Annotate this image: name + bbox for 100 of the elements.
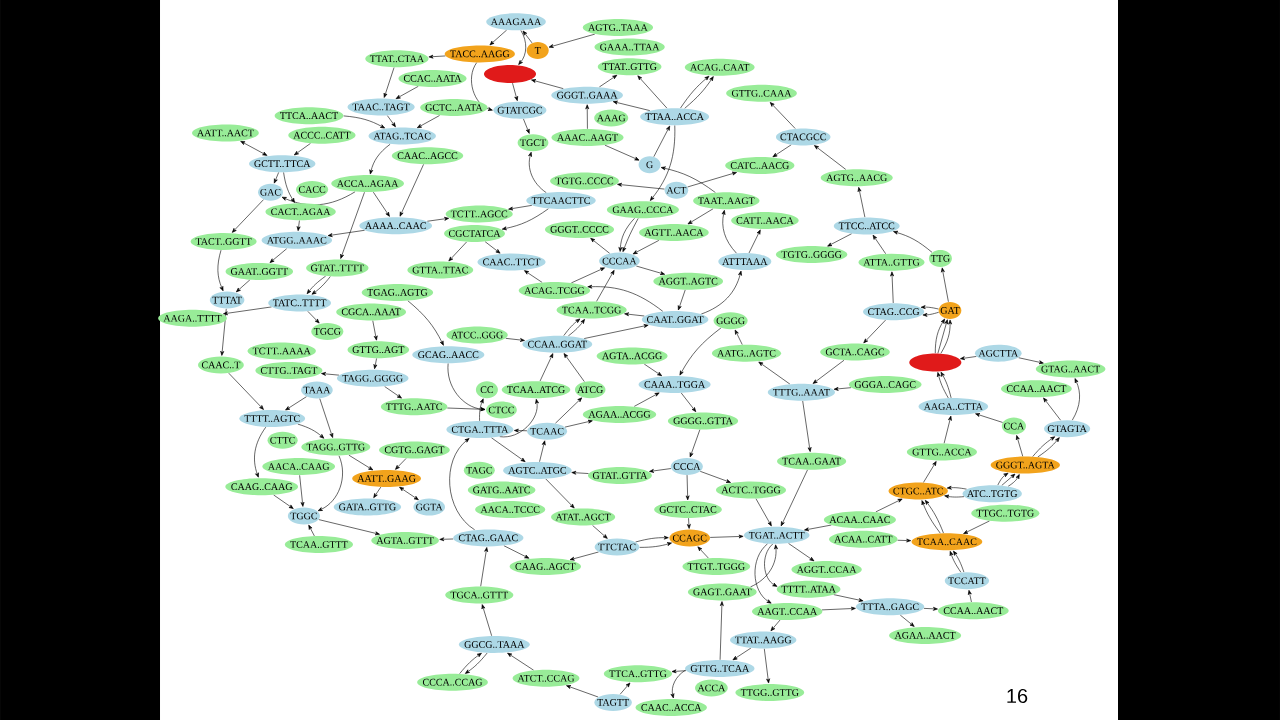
graph-node: GAGT..GAAT — [687, 583, 757, 601]
arrow — [327, 229, 365, 237]
arrow — [687, 517, 691, 529]
arrow — [750, 544, 778, 588]
graph-node: CAAA..TGGA — [638, 376, 711, 393]
graph-node: CGTG..GAGT — [379, 441, 450, 459]
arrow — [679, 327, 722, 376]
graph-node: AGAA..ACGG — [582, 405, 657, 423]
arrow — [571, 470, 589, 475]
arrow — [953, 550, 965, 573]
arrow — [223, 306, 272, 316]
graph-node: TCAAC — [527, 422, 568, 440]
arrow — [395, 458, 407, 470]
arrow — [220, 308, 227, 356]
arrow — [596, 270, 615, 302]
arrow — [372, 320, 378, 341]
graph-node: ATGG..AAAC — [261, 231, 333, 249]
arrow — [758, 361, 791, 385]
arrow — [399, 164, 424, 217]
graph-node: TCCATT — [944, 572, 990, 590]
graph-node: AAAA..CAAC — [359, 217, 433, 235]
arrow — [321, 372, 340, 376]
graph-node: ATCC..GGG — [446, 326, 508, 344]
graph-node: TTGT..TGGG — [682, 558, 751, 576]
arrow — [539, 440, 546, 462]
arrow — [967, 590, 972, 603]
arrow — [802, 400, 812, 452]
graph-node: TGAT..ACTT — [743, 526, 810, 544]
arrow — [426, 217, 450, 222]
graph-node: TGTG..GGGG — [775, 246, 848, 263]
arrow — [604, 144, 640, 161]
graph-node: CAAT..GGAT — [641, 311, 709, 328]
graph-node: GCAG..AACC — [412, 346, 485, 364]
graph-node: TTTT..AGTC — [239, 410, 306, 428]
graph-node: TGGC — [287, 507, 320, 525]
graph-node: AGCTTA — [974, 344, 1022, 362]
arrow — [481, 604, 492, 637]
graph-node: G — [638, 156, 661, 174]
arrow — [383, 67, 395, 98]
graph-node: GAC — [258, 183, 283, 201]
arrow — [306, 275, 326, 295]
arrow — [963, 520, 990, 534]
arrow — [592, 525, 608, 539]
graph-node: TTAT..AAGG — [730, 631, 797, 649]
graph-node: AATG..AGTC — [711, 344, 782, 362]
arrow — [687, 171, 737, 188]
graph-node: ATC..TGTG — [962, 485, 1022, 503]
arrow — [512, 82, 519, 101]
arrow — [299, 474, 305, 507]
graph-node: CTTG..TAGT — [255, 362, 323, 379]
graph-node: TGTG..CCCC — [550, 172, 619, 190]
graph-node: AGTA..ACGG — [596, 347, 668, 365]
arrow — [348, 454, 374, 471]
arrow — [812, 359, 845, 384]
graph-node: TCTT..AGCC — [445, 205, 513, 223]
arrow — [788, 543, 815, 562]
graph-node: CCA — [1001, 417, 1026, 435]
arrow — [653, 125, 671, 157]
graph-node: CTGC..ATC — [888, 482, 948, 500]
arrow — [618, 217, 635, 252]
graph-node: ACAA..CAAC — [823, 511, 896, 529]
arrow — [934, 318, 945, 354]
graph-node: AACA..TCCC — [475, 501, 546, 519]
graph-node: CC — [475, 381, 498, 399]
graph-node: AGTC..ATGC — [503, 461, 572, 479]
arrow — [587, 284, 664, 312]
arrow — [545, 478, 575, 509]
arrow — [875, 498, 903, 513]
graph-node — [484, 65, 536, 83]
arrow — [273, 494, 294, 509]
graph-node: ACTC..TGGG — [715, 481, 787, 499]
graph-node: TTTT..ATAA — [776, 580, 841, 598]
arrow — [571, 267, 605, 284]
arrow — [721, 210, 737, 254]
graph-node: TGCG — [311, 322, 344, 340]
arrow — [617, 182, 665, 190]
arrow — [632, 240, 660, 255]
arrow — [539, 353, 554, 382]
graph-node: TTAA..ACCA — [640, 108, 710, 126]
arrow — [639, 542, 672, 548]
graph-node: AGTG..AACG — [820, 169, 893, 187]
graph-node: TTG — [928, 249, 952, 267]
graph-node: GATG..AATC — [467, 481, 536, 499]
graph-node: CCCAA — [599, 252, 640, 270]
arrow — [622, 218, 639, 252]
graph-node: TCAA..CAAC — [911, 533, 983, 551]
arrow — [484, 241, 501, 254]
arrow — [311, 276, 331, 295]
graph-node: TAGTT — [594, 693, 632, 711]
arrow — [923, 461, 937, 483]
arrow — [821, 606, 856, 611]
arrow — [1016, 435, 1024, 457]
graph-node: TAAA — [301, 381, 333, 399]
graph-node: CTTC — [267, 431, 298, 449]
arrow — [827, 233, 853, 247]
graph-node: TCTT..AAAA — [247, 342, 316, 360]
graph-node: ATAT..AGCT — [551, 508, 616, 526]
arrow — [624, 312, 645, 317]
graph-node: GTTA..TTAC — [407, 261, 474, 279]
arrow — [949, 550, 962, 573]
